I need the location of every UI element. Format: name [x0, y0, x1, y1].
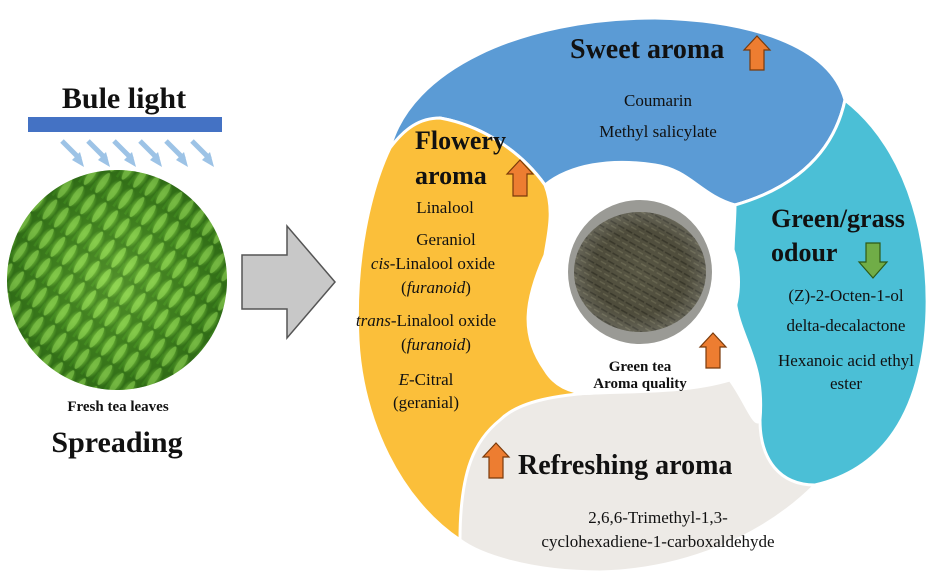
fresh-tea-leaves-image: [7, 170, 227, 390]
sweet-aroma-title: Sweet aroma: [570, 34, 725, 65]
green-down-arrow-icon: [857, 242, 889, 279]
blue-light-bar: [28, 117, 222, 132]
leaves-caption: Fresh tea leaves: [67, 399, 169, 415]
green-compound: delta-decalactone: [786, 316, 906, 335]
light-rays-icon: [60, 141, 214, 167]
flowery-compound: E-Citral: [398, 370, 454, 389]
flowery-aroma-region: [355, 116, 601, 543]
flowery-compound: trans-Linalool oxide: [355, 311, 497, 330]
center-label-line2: Aroma quality: [593, 376, 687, 392]
light-title: Bule light: [61, 82, 187, 115]
refreshing-compound: 2,6,6-Trimethyl-1,3-: [588, 508, 728, 527]
flowery-title-line1: Flowery: [415, 126, 506, 155]
center-label-line1: Green tea: [608, 359, 672, 375]
green-tea-image: [568, 200, 712, 344]
process-label: Spreading: [51, 426, 183, 459]
refreshing-aroma-title: Refreshing aroma: [518, 450, 733, 481]
flowery-compound: Geraniol: [416, 230, 476, 249]
green-compound: ester: [829, 374, 863, 393]
green-title-line2: odour: [771, 238, 838, 267]
refreshing-compound: cyclohexadiene-1-carboxaldehyde: [541, 532, 775, 551]
flowery-compound: Linalool: [416, 198, 474, 217]
green-compound: (Z)-2-Octen-1-ol: [788, 286, 904, 305]
flowery-title-line2: aroma: [415, 161, 487, 190]
green-compound: Hexanoic acid ethyl: [778, 351, 914, 370]
refreshing-up-arrow-icon: [481, 442, 511, 479]
process-arrow-icon: [241, 223, 336, 341]
sweet-up-arrow-icon: [742, 35, 772, 71]
green-title-line1: Green/grass: [771, 204, 905, 233]
flowery-compound-note: (geranial): [392, 393, 460, 412]
sweet-compound: Methyl salicylate: [599, 122, 717, 141]
flowery-compound-note: (furanoid): [401, 278, 471, 297]
flowery-compound: cis-Linalool oxide: [370, 254, 496, 273]
flowery-compound-note: (furanoid): [401, 335, 471, 354]
flowery-up-arrow-icon: [505, 159, 535, 197]
sweet-compound: Coumarin: [624, 91, 692, 110]
center-up-arrow-icon: [698, 332, 728, 369]
